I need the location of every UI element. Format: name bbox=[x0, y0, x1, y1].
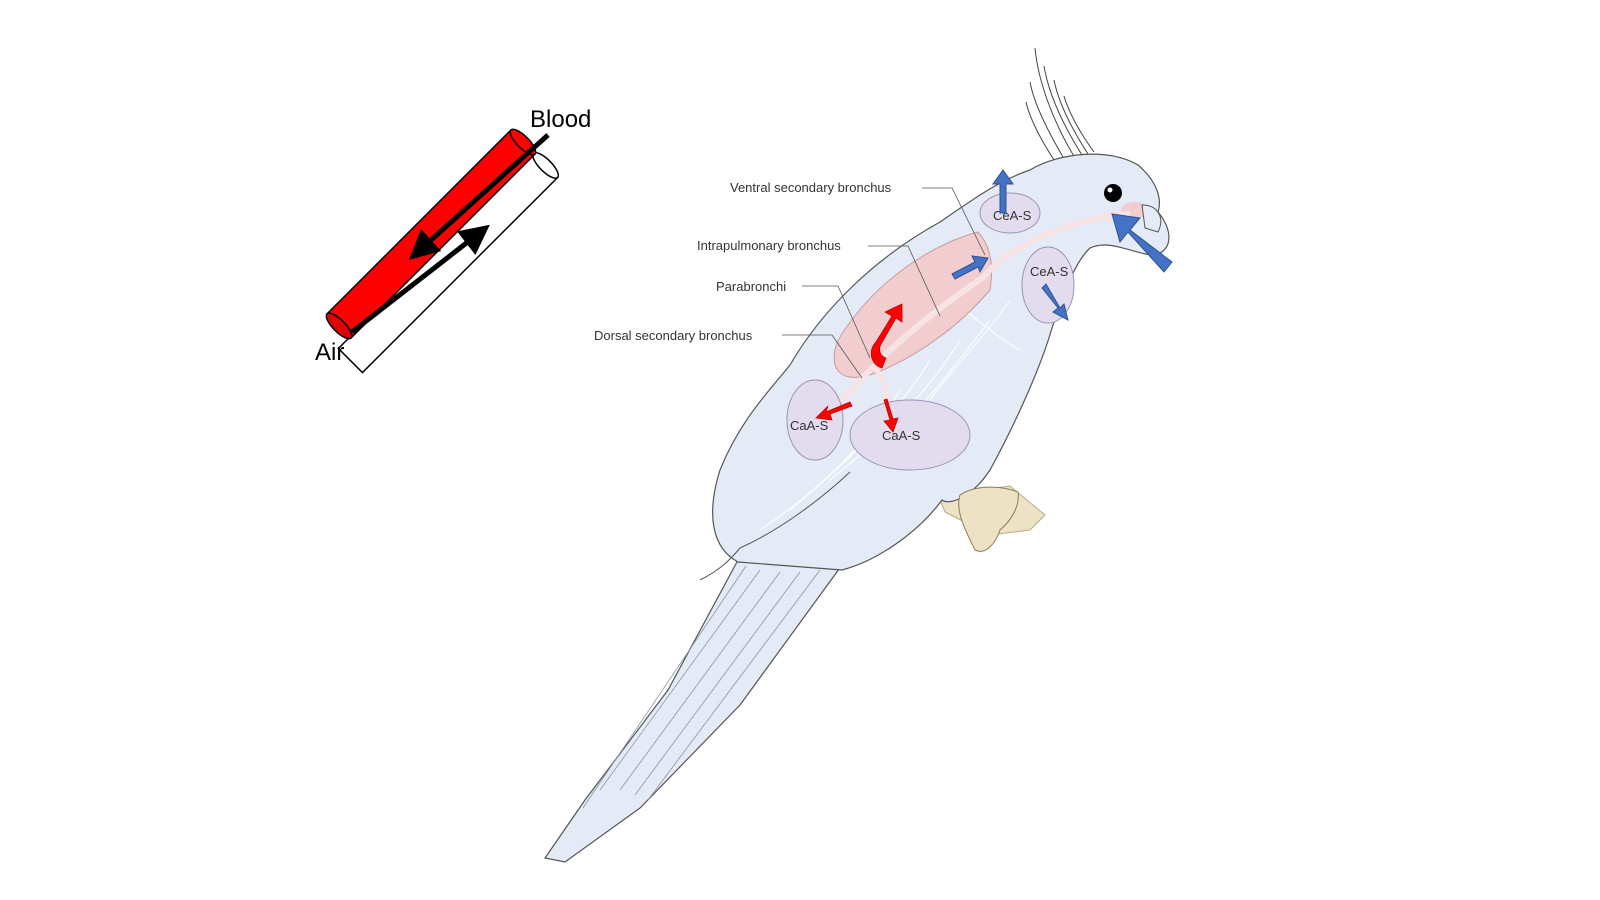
blood-vessel bbox=[325, 128, 537, 340]
callout-leaders bbox=[782, 187, 986, 379]
air-sac-label-cranial-upper: CeA-S bbox=[993, 208, 1032, 223]
air-label: Air bbox=[315, 339, 344, 366]
air-sac-cranial-upper bbox=[979, 192, 1041, 234]
foot bbox=[958, 486, 1019, 552]
tail bbox=[543, 559, 844, 863]
caudal-left-flow-arrow bbox=[815, 401, 853, 421]
caudal-right-flow-arrow bbox=[883, 398, 899, 433]
inhale-arrows bbox=[951, 169, 1173, 321]
wing-edge bbox=[699, 471, 851, 581]
cranial-sac-upper-arrow bbox=[992, 169, 1014, 214]
flow-arrows bbox=[815, 303, 903, 433]
eye-highlight bbox=[1107, 187, 1113, 193]
crest bbox=[1025, 47, 1095, 167]
cockatiel-illustration: CeA-S CeA-S CaA-S CaA-S Ventral secondar… bbox=[543, 47, 1173, 863]
intrapulmonary-inflow-arrow bbox=[951, 255, 989, 280]
air-sac-caudal-left bbox=[786, 379, 844, 461]
callout-intrapulmonary-bronchus: Intrapulmonary bronchus bbox=[697, 238, 841, 253]
air-tube bbox=[337, 151, 560, 374]
beak bbox=[1141, 204, 1162, 233]
air-sac-label-caudal-right: CaA-S bbox=[882, 428, 921, 443]
lung bbox=[833, 231, 992, 378]
air-sac-cranial-lower bbox=[1021, 246, 1075, 324]
air-sac-label-cranial-lower: CeA-S bbox=[1030, 264, 1069, 279]
callout-ventral-secondary-bronchus: Ventral secondary bronchus bbox=[730, 180, 892, 195]
air-sac-label-caudal-left: CaA-S bbox=[790, 418, 829, 433]
cranial-sac-lower-arrow bbox=[1041, 283, 1069, 321]
trachea bbox=[982, 211, 1131, 278]
callout-parabronchi: Parabronchi bbox=[716, 279, 786, 294]
nostril-inflow-arrow bbox=[1111, 213, 1173, 273]
air-flow-arrow bbox=[350, 224, 490, 334]
callout-dorsal-secondary-bronchus: Dorsal secondary bronchus bbox=[594, 328, 753, 343]
intrapulmonary-bronchus-tube bbox=[832, 273, 987, 412]
air-sac-caudal-right bbox=[849, 399, 971, 471]
blood-label: Blood bbox=[530, 106, 591, 133]
blood-flow-arrow bbox=[408, 133, 550, 261]
parabronchi-flow-arrow bbox=[870, 303, 903, 369]
eye bbox=[1104, 184, 1122, 202]
tail-feather-lines bbox=[582, 565, 821, 809]
countercurrent-inset: Blood Air bbox=[315, 106, 591, 374]
